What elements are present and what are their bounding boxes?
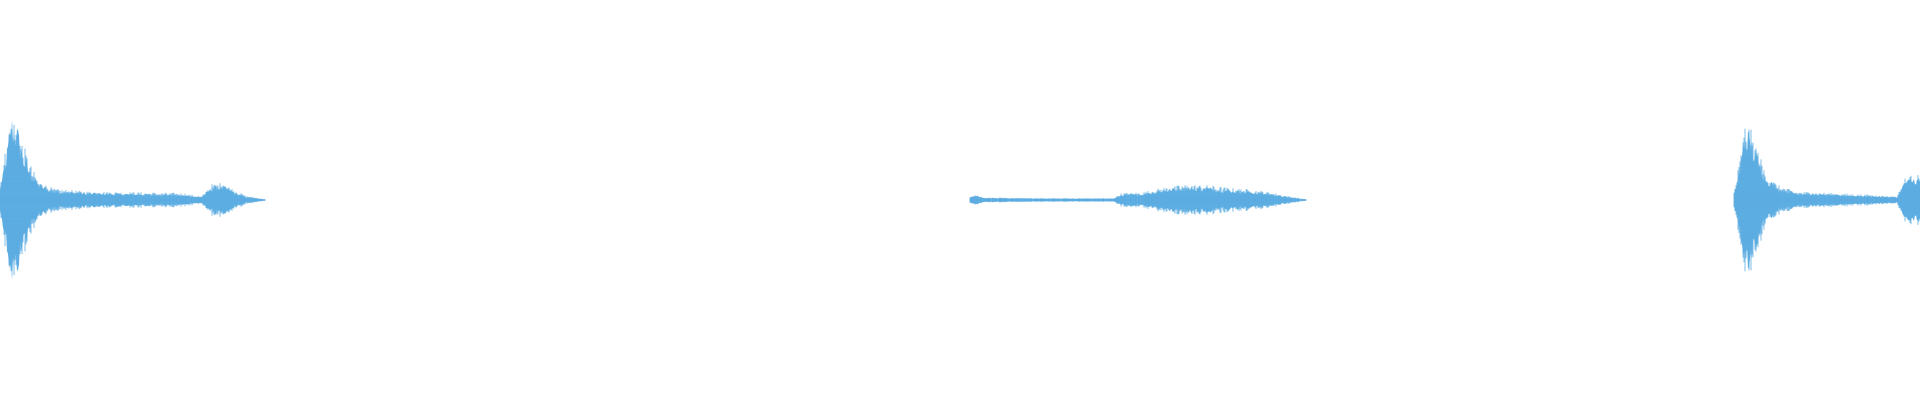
waveform-clip-3	[1733, 128, 1920, 272]
waveform-clip-2	[969, 185, 1307, 215]
waveform-clip-1	[0, 120, 266, 280]
